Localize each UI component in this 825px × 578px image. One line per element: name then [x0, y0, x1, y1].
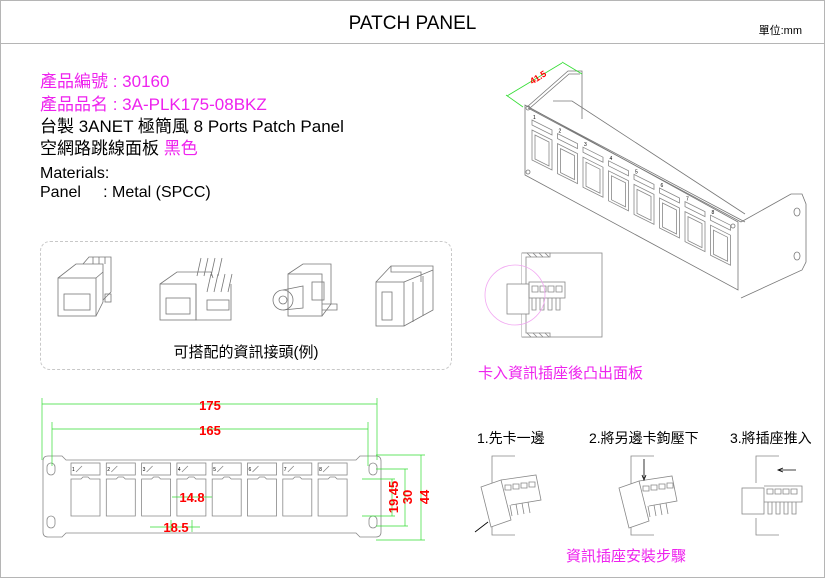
- compatible-jacks-caption: 可搭配的資訊接頭(例): [173, 344, 319, 361]
- install-step-1-diagram: [474, 455, 542, 536]
- jack-illustrations: [57, 256, 434, 327]
- dim-overall-height: 44: [417, 489, 432, 504]
- front-port-6: 6: [247, 462, 277, 517]
- product-name: 產品品名 : 3A-PLK175-08BKZ: [40, 95, 267, 114]
- iso-port-number: 6: [661, 183, 664, 189]
- coax-f-keystone-jack-icon: [272, 263, 338, 317]
- iso-port-5: 5: [633, 169, 655, 226]
- front-port-number: 7: [284, 467, 287, 473]
- compatible-jacks-panel: 可搭配的資訊接頭(例): [40, 241, 452, 370]
- front-port-number: 6: [249, 467, 252, 473]
- unit-label: 單位:mm: [758, 25, 802, 37]
- color-label: 黑色: [163, 139, 198, 158]
- front-port-number: 1: [72, 467, 75, 473]
- usb-keystone-jack-icon: [375, 265, 434, 327]
- isometric-view: [524, 70, 807, 299]
- product-description: 台製 3ANET 極簡風 8 Ports Patch Panel: [40, 117, 344, 136]
- front-port-3: 3: [141, 462, 172, 517]
- front-port-number: 8: [319, 467, 322, 473]
- iso-depth-label: 41.5: [528, 69, 548, 87]
- install-step-2-label: 2.將另邊卡鉤壓下: [589, 430, 699, 446]
- iso-port-1: 1: [531, 115, 553, 171]
- front-port-7: 7: [282, 462, 313, 517]
- iso-port-8: 8: [710, 210, 731, 266]
- dim-port-width: 14.8: [179, 490, 204, 505]
- section-view: [484, 252, 603, 338]
- front-port-5: 5: [211, 462, 242, 517]
- iso-port-number: 7: [686, 197, 689, 203]
- front-port-2: 2: [105, 462, 136, 517]
- rj45-keystone-jack-icon: [57, 256, 112, 317]
- description-text: 空網路跳線面板: [40, 139, 159, 158]
- iso-depth-dimension: [505, 61, 583, 108]
- dim-overall-width: 175: [199, 398, 221, 413]
- install-step-1-label: 1.先卡一邊: [477, 430, 545, 446]
- iso-port-number: 1: [533, 115, 536, 121]
- section-view-caption: 卡入資訊插座後凸出面板: [478, 365, 644, 382]
- front-port-number: 3: [143, 467, 146, 473]
- header-divider: [0, 43, 825, 44]
- product-description-2: 空網路跳線面板 黑色: [40, 139, 198, 159]
- product-code: 產品編號 : 30160: [40, 72, 170, 91]
- iso-port-3: 3: [582, 142, 604, 198]
- iso-port-number: 5: [635, 169, 638, 175]
- dim-port-pitch: 18.5: [163, 520, 188, 535]
- iso-port-6: 6: [659, 183, 680, 239]
- iso-port-number: 8: [712, 210, 715, 216]
- iso-port-2: 2: [557, 129, 578, 185]
- front-port-number: 4: [178, 467, 181, 473]
- install-steps-caption: 資訊插座安裝步驟: [566, 548, 687, 565]
- install-step-2-diagram: [618, 455, 678, 536]
- iso-port-number: 4: [610, 156, 613, 162]
- front-view: [42, 455, 382, 538]
- iso-port-4: 4: [608, 156, 629, 212]
- iso-port-number: 3: [584, 142, 587, 148]
- dim-hole-spacing: 165: [199, 423, 221, 438]
- iso-port-number: 2: [559, 129, 562, 135]
- materials-label: Materials:: [40, 165, 110, 182]
- iso-port-openings: 1 2 3 4 5 6 7 8: [531, 115, 731, 266]
- page-title: PATCH PANEL: [348, 13, 477, 34]
- front-port-8: 8: [317, 462, 348, 517]
- dim-inner-height: 30: [400, 490, 415, 504]
- front-port-1: 1: [70, 462, 101, 517]
- front-port-number: 2: [107, 467, 110, 473]
- front-port-number: 5: [213, 467, 216, 473]
- front-dimensions: [41, 398, 425, 541]
- rj45-punchdown-jack-icon: [159, 257, 233, 321]
- iso-port-7: 7: [684, 197, 706, 253]
- install-step-3-diagram: [741, 455, 803, 536]
- front-port-4: 4: [176, 462, 207, 517]
- install-step-3-label: 3.將插座推入: [730, 430, 812, 446]
- front-port-openings: 1 2 3 4 5 6 7 8: [70, 462, 348, 517]
- dim-port-height: 19.45: [386, 481, 401, 514]
- panel-material: Panel : Metal (SPCC): [40, 184, 211, 201]
